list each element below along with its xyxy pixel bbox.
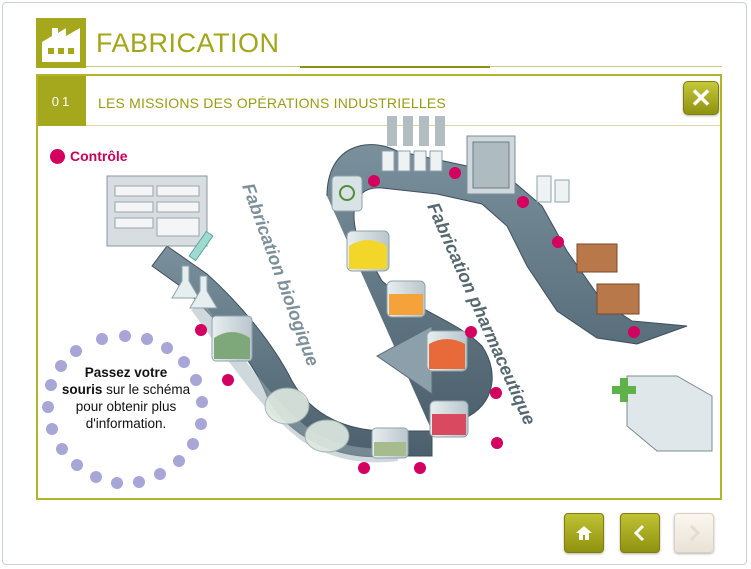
test-tube-icon [188,230,214,262]
packaging-icon [536,175,640,315]
hint-bold-1: Passez votre [84,365,168,380]
title-divider-accent [300,66,490,68]
filling-machine-icon [381,116,445,172]
legend-label: Contrôle [70,148,128,164]
production-diagram: Fabrication biologique Fabrication pharm… [106,116,713,474]
bio-jars [211,315,409,459]
close-button[interactable]: ✕ [683,81,719,115]
lab-cabinet-icon [106,175,208,247]
factory-logo-icon [36,18,86,68]
hint-rest: sur le schéma pour obtenir plus d'inform… [75,382,191,431]
app-title: FABRICATION [96,28,280,58]
home-icon [576,526,592,540]
recycle-jar-icon [331,175,363,212]
control-points[interactable] [195,167,640,474]
hint-dotted-ring [42,330,208,489]
previous-button[interactable] [620,513,660,553]
hint-bold-2: souris [61,382,103,397]
pharma-jars [346,230,469,438]
hint-text: Passez votre souris sur le schéma pour ob… [60,364,192,432]
legend: Contrôle [50,148,128,164]
close-icon: ✕ [690,82,712,113]
recycle-icon [339,185,355,201]
next-button[interactable] [674,513,714,553]
section-number: 01 [38,76,86,126]
control-dot-icon [50,148,65,164]
chevron-left-icon [633,524,645,542]
warehouse-icon [612,375,713,452]
flask-icon [189,275,218,309]
autoclave-icon [466,135,516,195]
chevron-right-icon [689,524,701,542]
home-button[interactable] [564,513,604,553]
section-title: LES MISSIONS DES OPÉRATIONS INDUSTRIELLE… [98,95,446,111]
